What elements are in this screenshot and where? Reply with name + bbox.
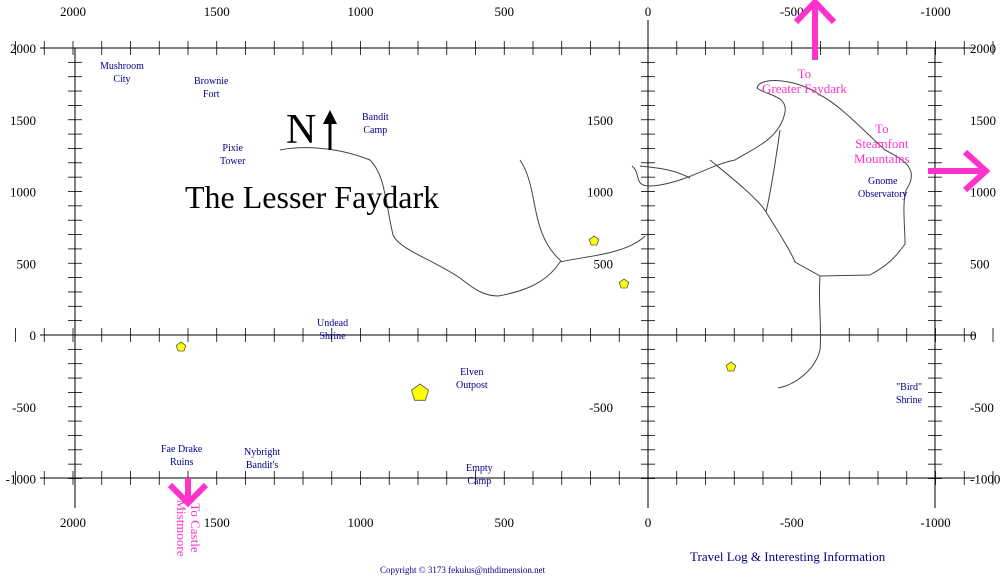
y-tick-label: 2000 — [10, 41, 36, 56]
terrain-path — [777, 275, 822, 389]
terrain-path — [519, 159, 563, 263]
north-arrow-head — [323, 110, 337, 124]
y-tick-label: 500 — [970, 256, 990, 271]
terrain-path — [639, 165, 691, 179]
x-tick-label: -500 — [780, 515, 804, 530]
x-tick-label: 2000 — [60, 4, 86, 19]
terrain-path — [631, 80, 912, 277]
exit-arrow-north-head — [793, 0, 837, 25]
x-tick-label: 0 — [645, 515, 652, 530]
north-letter: N — [286, 107, 317, 153]
x-tick-label: 1000 — [348, 515, 374, 530]
x-tick-label: -1000 — [920, 515, 950, 530]
y-tick-label: 500 — [17, 256, 37, 271]
y-tick-label: 2000 — [970, 41, 996, 56]
point-marker — [725, 361, 737, 372]
copyright-text: Copyright © 3173 fekulus@nthdimension.ne… — [380, 565, 546, 575]
y-tick-label-inner: -500 — [589, 400, 613, 415]
point-marker — [618, 278, 630, 289]
y-tick-label: -500 — [12, 400, 36, 415]
y-tick-label: 1500 — [970, 113, 996, 128]
y-tick-label-inner: 1500 — [587, 113, 613, 128]
y-tick-label: 1000 — [10, 185, 36, 200]
y-tick-label-inner: 500 — [594, 256, 614, 271]
y-tick-label: -500 — [970, 400, 994, 415]
x-tick-label: 500 — [495, 4, 515, 19]
y-tick-label: -1000 — [6, 472, 36, 487]
x-tick-label: 1500 — [204, 515, 230, 530]
exit-arrow-east-head — [962, 149, 991, 193]
y-tick-label: 0 — [30, 328, 37, 343]
exit-arrow-south-head — [167, 482, 209, 508]
terrain-path — [279, 147, 646, 297]
x-tick-label: 500 — [495, 515, 515, 530]
y-tick-label: 1500 — [10, 113, 36, 128]
y-tick-label: 1000 — [970, 185, 996, 200]
bird-shrine-label: "Bird"Shrine — [896, 382, 923, 406]
point-marker — [175, 341, 187, 352]
x-tick-label: -500 — [780, 4, 804, 19]
point-marker — [410, 383, 430, 401]
terrain-path — [765, 129, 781, 213]
x-tick-label: 1000 — [348, 4, 374, 19]
map-title: The Lesser Faydark — [185, 179, 440, 215]
x-tick-label: 2000 — [60, 515, 86, 530]
x-tick-label: 1500 — [204, 4, 230, 19]
y-tick-label: 0 — [970, 328, 977, 343]
y-tick-label: -1000 — [970, 472, 1000, 487]
x-tick-label: -1000 — [920, 4, 950, 19]
x-tick-label: 0 — [645, 4, 652, 19]
y-tick-label-inner: 1000 — [587, 185, 613, 200]
travel-log-link[interactable]: Travel Log & Interesting Information — [690, 549, 886, 564]
point-marker — [588, 235, 600, 246]
